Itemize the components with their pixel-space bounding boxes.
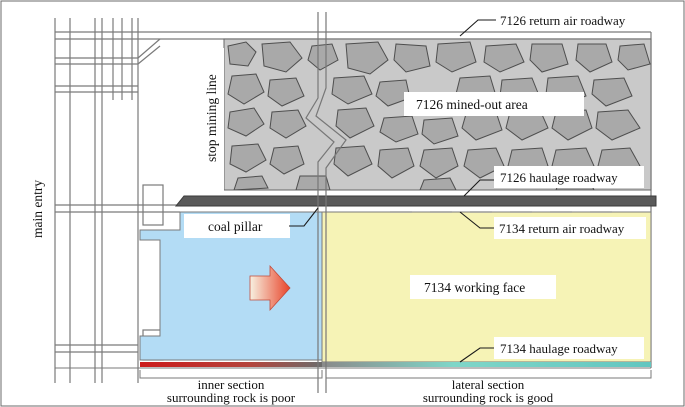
return-air-7126-label: 7126 return air roadway — [500, 13, 626, 28]
section-divider — [305, 12, 347, 393]
coal-pillar-label-box — [184, 214, 290, 238]
working-face-label-box — [410, 275, 556, 299]
working-face-label: 7134 working face — [424, 280, 525, 295]
haulage-roadway-7126 — [174, 195, 657, 207]
section-braces — [139, 370, 652, 379]
coal-pillar-label: coal pillar — [208, 219, 263, 234]
advance-direction-arrow — [249, 264, 291, 312]
lateral-section-bar — [322, 362, 651, 367]
haulage-7134-label-box — [494, 337, 644, 359]
haulage-7134-label: 7134 haulage roadway — [500, 341, 618, 356]
haulage-7126-label: 7126 haulage roadway — [500, 170, 618, 185]
stop-mining-line-label: stop mining line — [204, 74, 219, 162]
inner-section-label: inner section — [198, 377, 265, 392]
mined-out-area-label: 7126 mined-out area — [416, 97, 528, 112]
inner-section-desc: surrounding rock is poor — [167, 390, 296, 405]
lateral-section-label: lateral section — [452, 377, 525, 392]
stop-mining-line-label-box — [198, 48, 224, 192]
leader-lines — [289, 19, 496, 363]
main-entry-label: main entry — [30, 180, 45, 238]
lateral-section-desc: surrounding rock is good — [423, 390, 554, 405]
return-air-7134-label-box — [494, 217, 646, 239]
mined-out-label-box — [404, 92, 584, 116]
return-air-7134-label: 7134 return air roadway — [499, 221, 625, 236]
inner-section-bar — [140, 362, 322, 367]
haulage-7126-label-box — [494, 166, 644, 188]
